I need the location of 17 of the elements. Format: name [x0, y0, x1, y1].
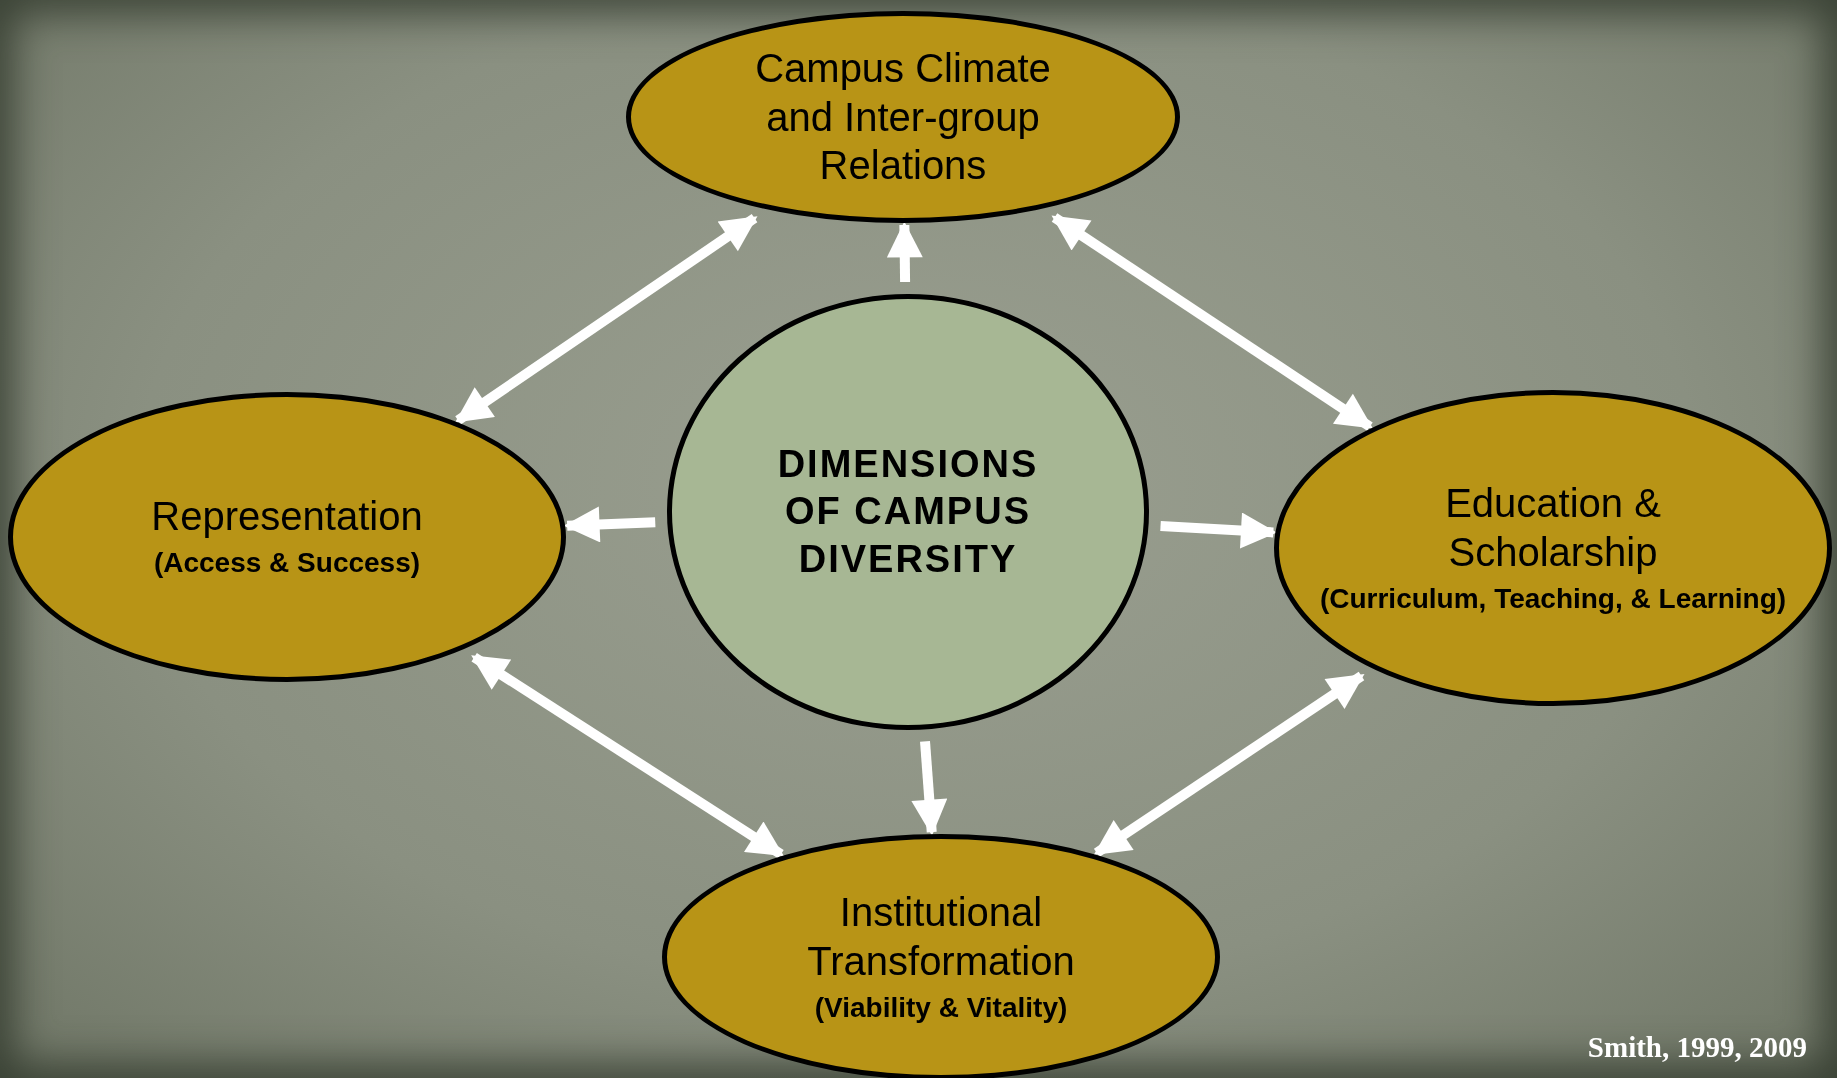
arrow [471, 653, 784, 859]
arrow [886, 221, 923, 283]
node-subtitle: (Curriculum, Teaching, & Learning) [1319, 581, 1787, 616]
arrow [1093, 671, 1365, 858]
node-title: Campus Climate and Inter-group Relations [754, 44, 1052, 190]
node-title: Institutional Transformation [806, 889, 1076, 985]
center-title: DIMENSIONS OF CAMPUS DIVERSITY [776, 441, 1040, 582]
node-subtitle: (Viability & Vitality) [814, 990, 1068, 1025]
arrow [563, 506, 656, 543]
arrow [455, 214, 758, 425]
citation-text: Smith, 1999, 2009 [1587, 1031, 1807, 1064]
arrow [1160, 512, 1277, 549]
node-title: Education & Scholarship [1444, 480, 1662, 576]
node-title: Representation [151, 493, 423, 541]
node-subtitle: (Access & Success) [153, 546, 421, 581]
arrow [911, 741, 948, 836]
arrow [1051, 213, 1373, 431]
